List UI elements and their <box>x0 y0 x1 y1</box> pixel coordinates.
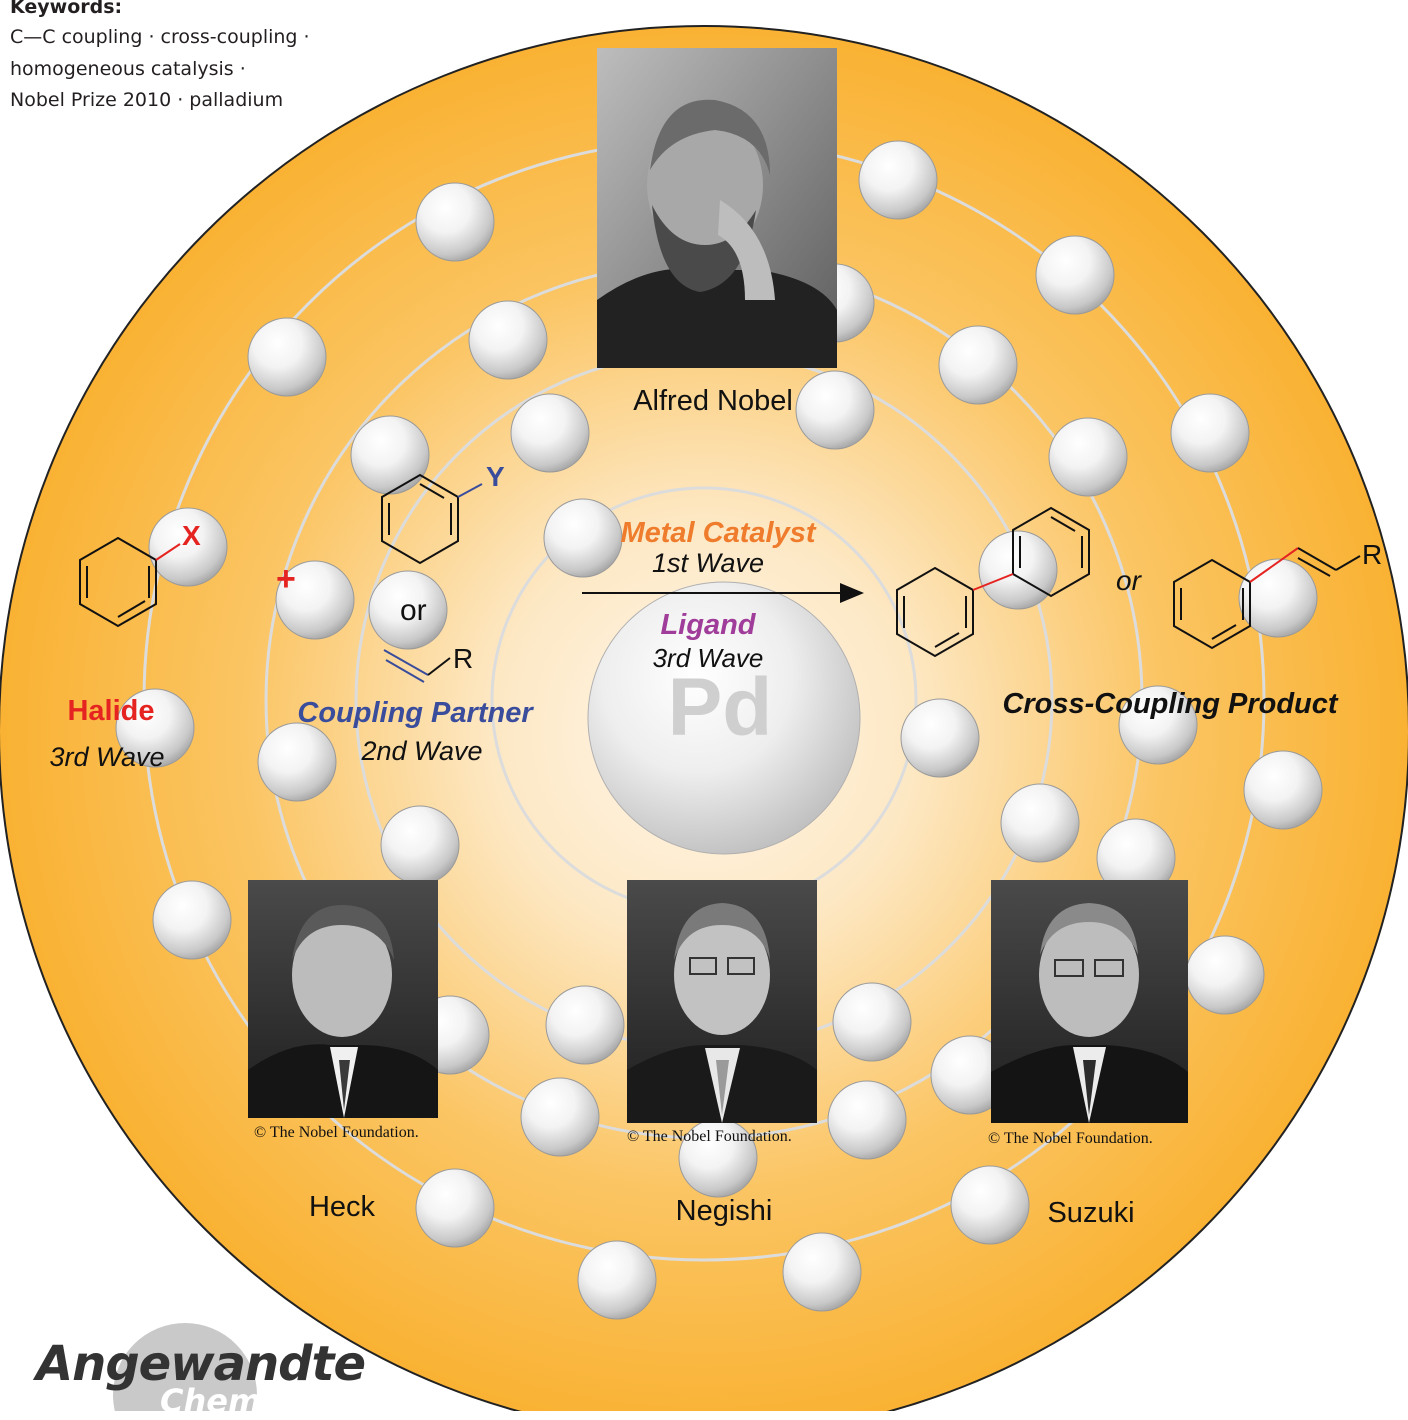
styrene-structure <box>1173 547 1361 650</box>
electron <box>350 415 430 495</box>
negishi-portrait <box>627 880 817 1123</box>
or-partner-label: or <box>400 594 427 627</box>
negishi-credit: © The Nobel Foundation. <box>627 1128 792 1145</box>
biphenyl-structure <box>896 506 1090 658</box>
electron <box>782 1232 862 1312</box>
pd-nucleus <box>587 581 861 855</box>
electron <box>468 300 548 380</box>
keywords-heading: Keywords: <box>10 0 123 18</box>
halide-label: Halide <box>67 695 154 727</box>
heck-portrait <box>248 880 438 1118</box>
electron <box>577 1240 657 1320</box>
electron <box>380 805 460 885</box>
electron <box>858 140 938 220</box>
electron <box>257 722 337 802</box>
electron <box>368 570 448 650</box>
electron <box>1238 558 1318 638</box>
negishi-name: Negishi <box>676 1195 773 1227</box>
heck-credit: © The Nobel Foundation. <box>254 1124 419 1141</box>
metal-catalyst-label: Metal Catalyst <box>620 517 816 549</box>
ligand-wave-label: 3rd Wave <box>653 643 764 673</box>
electron <box>950 1165 1030 1245</box>
heck-name: Heck <box>309 1191 376 1223</box>
suzuki-name: Suzuki <box>1047 1197 1134 1229</box>
partner-aryl-structure <box>381 473 483 565</box>
electron <box>543 498 623 578</box>
ligand-label: Ligand <box>660 609 756 641</box>
r-product-label: R <box>1362 539 1382 570</box>
electron <box>1000 783 1080 863</box>
suzuki-portrait <box>991 880 1188 1123</box>
electron <box>1185 935 1265 1015</box>
electron <box>247 317 327 397</box>
electron <box>152 880 232 960</box>
electron <box>938 325 1018 405</box>
electron <box>1048 417 1128 497</box>
labels: X Y + or R or R Metal Catalyst 1st Wave … <box>49 385 1382 1229</box>
partner-alkene-structure <box>383 649 451 683</box>
electron <box>148 507 228 587</box>
keywords-line-3: Nobel Prize 2010 · palladium <box>10 89 284 111</box>
electron <box>415 182 495 262</box>
electron <box>1118 685 1198 765</box>
coupling-partner-label: Coupling Partner <box>297 697 534 729</box>
alfred-nobel-portrait <box>597 48 837 368</box>
electron <box>978 530 1058 610</box>
first-wave-label: 1st Wave <box>652 548 764 578</box>
y-group-label: Y <box>486 461 505 492</box>
electron <box>510 393 590 473</box>
electron <box>795 370 875 450</box>
electron <box>275 560 355 640</box>
electron <box>1243 750 1323 830</box>
x-group-label: X <box>182 520 201 551</box>
logo-chemie: Chemie <box>160 1382 294 1420</box>
electron <box>1035 235 1115 315</box>
electron <box>1170 393 1250 473</box>
suzuki-credit: © The Nobel Foundation. <box>988 1130 1153 1147</box>
product-label: Cross-Coupling Product <box>1002 688 1338 720</box>
halide-structure <box>79 536 181 628</box>
logo-circle <box>113 1323 257 1411</box>
or-product-label: or <box>1116 565 1143 596</box>
second-wave-label: 2nd Wave <box>360 736 482 766</box>
electron <box>115 688 195 768</box>
electron <box>832 982 912 1062</box>
logo-angewandte: Angewandte <box>36 1336 366 1392</box>
electron <box>900 698 980 778</box>
electron <box>520 1077 600 1157</box>
keywords-line-2: homogeneous catalysis · <box>10 58 246 80</box>
r-partner-label: R <box>453 643 473 674</box>
pd-symbol: Pd <box>668 662 773 753</box>
halide-wave-label: 3rd Wave <box>49 742 164 772</box>
keywords-line-1: C—C coupling · cross-coupling · <box>10 26 310 48</box>
electron <box>415 1168 495 1248</box>
plus-sign: + <box>276 560 296 598</box>
electron <box>827 1080 907 1160</box>
electron <box>545 985 625 1065</box>
nobel-name: Alfred Nobel <box>633 385 793 417</box>
